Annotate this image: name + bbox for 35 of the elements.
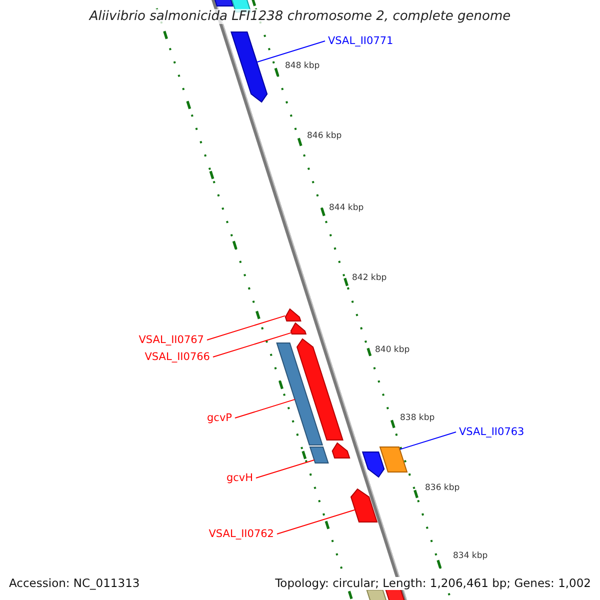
leader-line xyxy=(256,40,326,63)
position-label: 838 kbp xyxy=(400,414,435,422)
gene-block xyxy=(379,446,408,472)
gene-block xyxy=(309,446,329,464)
genome-stats-text: Topology: circular; Length: 1,206,461 bp; Genes: 1,002 xyxy=(275,576,591,590)
gene-label: VSAL_II0771 xyxy=(328,36,394,46)
gene-feature xyxy=(290,322,307,334)
gene-feature xyxy=(284,308,302,322)
gene-label: VSAL_II0763 xyxy=(459,426,524,438)
gene-feature xyxy=(350,488,378,522)
gene-label: VSAL_II0767 xyxy=(138,334,204,346)
leader-line xyxy=(399,432,456,450)
position-label: 846 kbp xyxy=(307,132,342,140)
leader-line xyxy=(206,315,286,340)
position-label: 840 kbp xyxy=(375,346,410,354)
position-label: 836 kbp xyxy=(425,484,460,492)
position-label: 848 kbp xyxy=(285,62,320,70)
gene-label: gcvP xyxy=(207,412,232,424)
gene-feature xyxy=(230,32,268,103)
gene-feature xyxy=(332,442,350,458)
leader-line xyxy=(234,398,296,418)
gene-block xyxy=(276,342,324,446)
position-label: 834 kbp xyxy=(453,552,488,560)
title: Aliivibrio salmonicida LFI1238 chromosome 2, complete genome xyxy=(89,9,511,24)
position-label: 842 kbp xyxy=(352,274,387,282)
accession-text: Accession: NC_011313 xyxy=(9,576,140,590)
gene-label: gcvH xyxy=(226,472,253,484)
leader-line xyxy=(212,332,292,358)
gene-label: VSAL_II0766 xyxy=(144,352,210,362)
gene-label: VSAL_II0762 xyxy=(208,528,274,540)
leader-line xyxy=(276,509,356,534)
gene-feature xyxy=(296,338,344,440)
gene-feature xyxy=(362,452,385,478)
position-label: 844 kbp xyxy=(329,204,364,212)
leader-line xyxy=(256,459,315,478)
